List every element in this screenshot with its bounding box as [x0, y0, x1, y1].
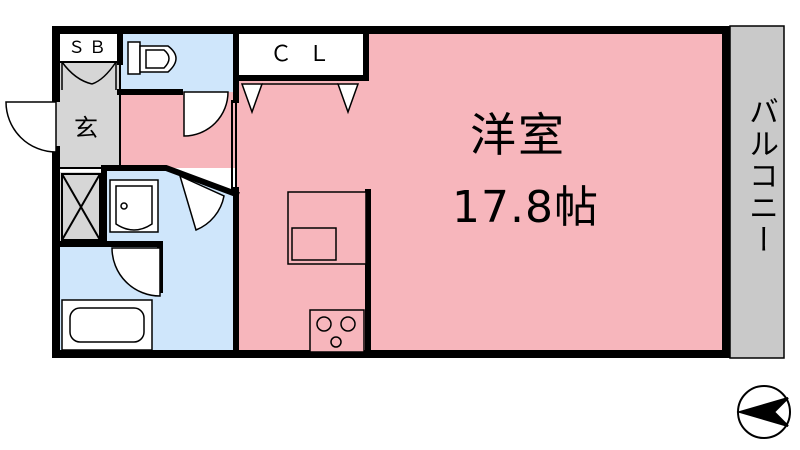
- balcony-floor: [729, 25, 785, 359]
- closet-doors: [240, 83, 360, 115]
- toilet-door: [183, 91, 229, 137]
- bath-door: [111, 247, 161, 297]
- room-name: 洋室: [470, 108, 566, 162]
- balcony-label: バルコニー: [743, 96, 778, 256]
- entrance-door: [5, 101, 57, 153]
- room-size: 17.8帖: [452, 182, 599, 233]
- shoe-box-doors: [61, 61, 117, 90]
- bathtub-icon: [61, 299, 153, 351]
- washroom-door: [178, 174, 225, 232]
- shoe-box-floor: [56, 30, 120, 62]
- toilet-icon: [127, 41, 177, 75]
- kitchen-counter: [287, 191, 367, 265]
- stove-icon: [309, 309, 365, 353]
- entrance-floor: [56, 62, 120, 168]
- shoe-box-label: ＳＢ: [68, 38, 110, 58]
- closet-label: ＣＬ: [270, 42, 347, 67]
- closet-area: [238, 30, 366, 78]
- washbasin-icon: [109, 179, 159, 233]
- entrance-label: 玄: [74, 114, 98, 142]
- compass-icon: [736, 385, 791, 439]
- walls: [52, 26, 730, 358]
